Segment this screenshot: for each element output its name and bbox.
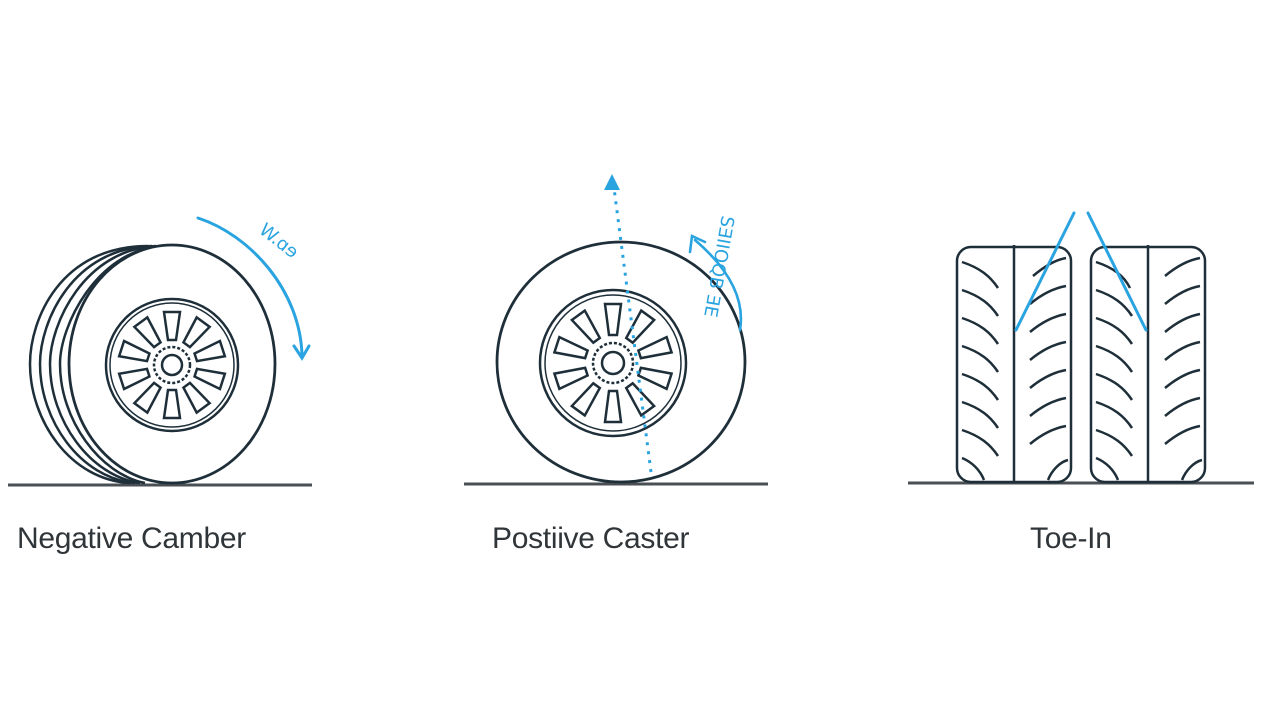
annotation-text: SƎIIOQB ƎE bbox=[699, 214, 737, 319]
steering-axis-arrow-icon bbox=[604, 174, 653, 473]
curved-arrow-down-icon bbox=[196, 216, 311, 361]
negative-camber-illustration: W.ɑɘ bbox=[8, 216, 312, 487]
label-toe-in: Toe-In bbox=[1030, 522, 1112, 555]
toe-in-illustration bbox=[908, 211, 1254, 485]
label-positive-caster: Postiive Caster bbox=[492, 522, 690, 555]
converging-lines-icon bbox=[1014, 211, 1148, 332]
right-tire-tread-icon bbox=[1089, 245, 1207, 484]
panel-negative-camber: W.ɑɘ Negative Camber bbox=[0, 0, 330, 720]
curved-arrow-up-icon bbox=[688, 234, 743, 332]
positive-caster-illustration: SƎIIOQB ƎE bbox=[464, 174, 768, 486]
tire-face-icon bbox=[67, 243, 277, 485]
annotation-text: W.ɑɘ bbox=[255, 219, 303, 263]
panel-toe-in: Toe-In bbox=[890, 0, 1270, 720]
label-negative-camber: Negative Camber bbox=[17, 522, 246, 555]
rim-icon bbox=[104, 297, 240, 433]
tire-icon bbox=[495, 240, 747, 484]
left-tire-tread-icon bbox=[955, 245, 1073, 484]
panel-positive-caster: SƎIIOQB ƎE Postiive Caster bbox=[450, 0, 820, 720]
